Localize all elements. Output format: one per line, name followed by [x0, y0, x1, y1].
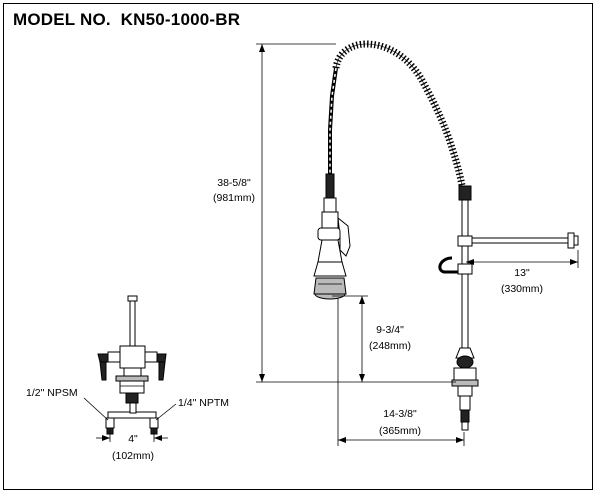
- hook-reach-dimension: 13" (330mm): [466, 250, 579, 295]
- spray-height-dimension: 9-3/4" (248mm): [332, 295, 411, 382]
- left-handle: [97, 351, 121, 381]
- flex-hose: [328, 67, 338, 175]
- left-inlet-callout: 1/2" NPSM: [26, 387, 78, 399]
- inlet-centers-metric: (102mm): [112, 450, 154, 462]
- hook: [438, 256, 473, 275]
- wall-bracket: [457, 232, 579, 249]
- spray-reach-metric: (365mm): [379, 425, 421, 437]
- drawing-frame: [3, 3, 593, 490]
- hook-reach-imperial: 13": [514, 267, 530, 279]
- inlet-centers-dimension: 4" (102mm): [96, 430, 168, 462]
- hose-sleeve: [325, 173, 335, 199]
- overall-height-dimension: 38-5/8" (981mm): [205, 43, 456, 383]
- inlet-centers-imperial: 4": [128, 433, 138, 445]
- spray-height-imperial: 9-3/4": [376, 324, 404, 336]
- hook-reach-metric: (330mm): [501, 283, 543, 295]
- right-handle: [144, 351, 167, 381]
- overall-height-metric: (981mm): [213, 192, 255, 204]
- spray-height-metric: (248mm): [369, 340, 411, 352]
- spring-coil: [332, 40, 468, 199]
- spray-valve: [313, 197, 351, 300]
- right-inlet-callout: 1/4" NPTM: [178, 397, 229, 409]
- overall-height-imperial: 38-5/8": [217, 177, 251, 189]
- model-title: MODEL NO. KN50-1000-BR: [13, 10, 241, 29]
- inlet-callouts: 1/2" NPSM 1/4" NPTM: [26, 387, 229, 421]
- spray-reach-imperial: 14-3/8": [383, 408, 417, 420]
- riser-base: [451, 347, 479, 431]
- spring-outline: [335, 43, 465, 199]
- deck-faucet: [97, 295, 167, 435]
- spray-reach-dimension: 14-3/8" (365mm): [337, 298, 465, 446]
- pre-rinse-assembly: [313, 40, 579, 431]
